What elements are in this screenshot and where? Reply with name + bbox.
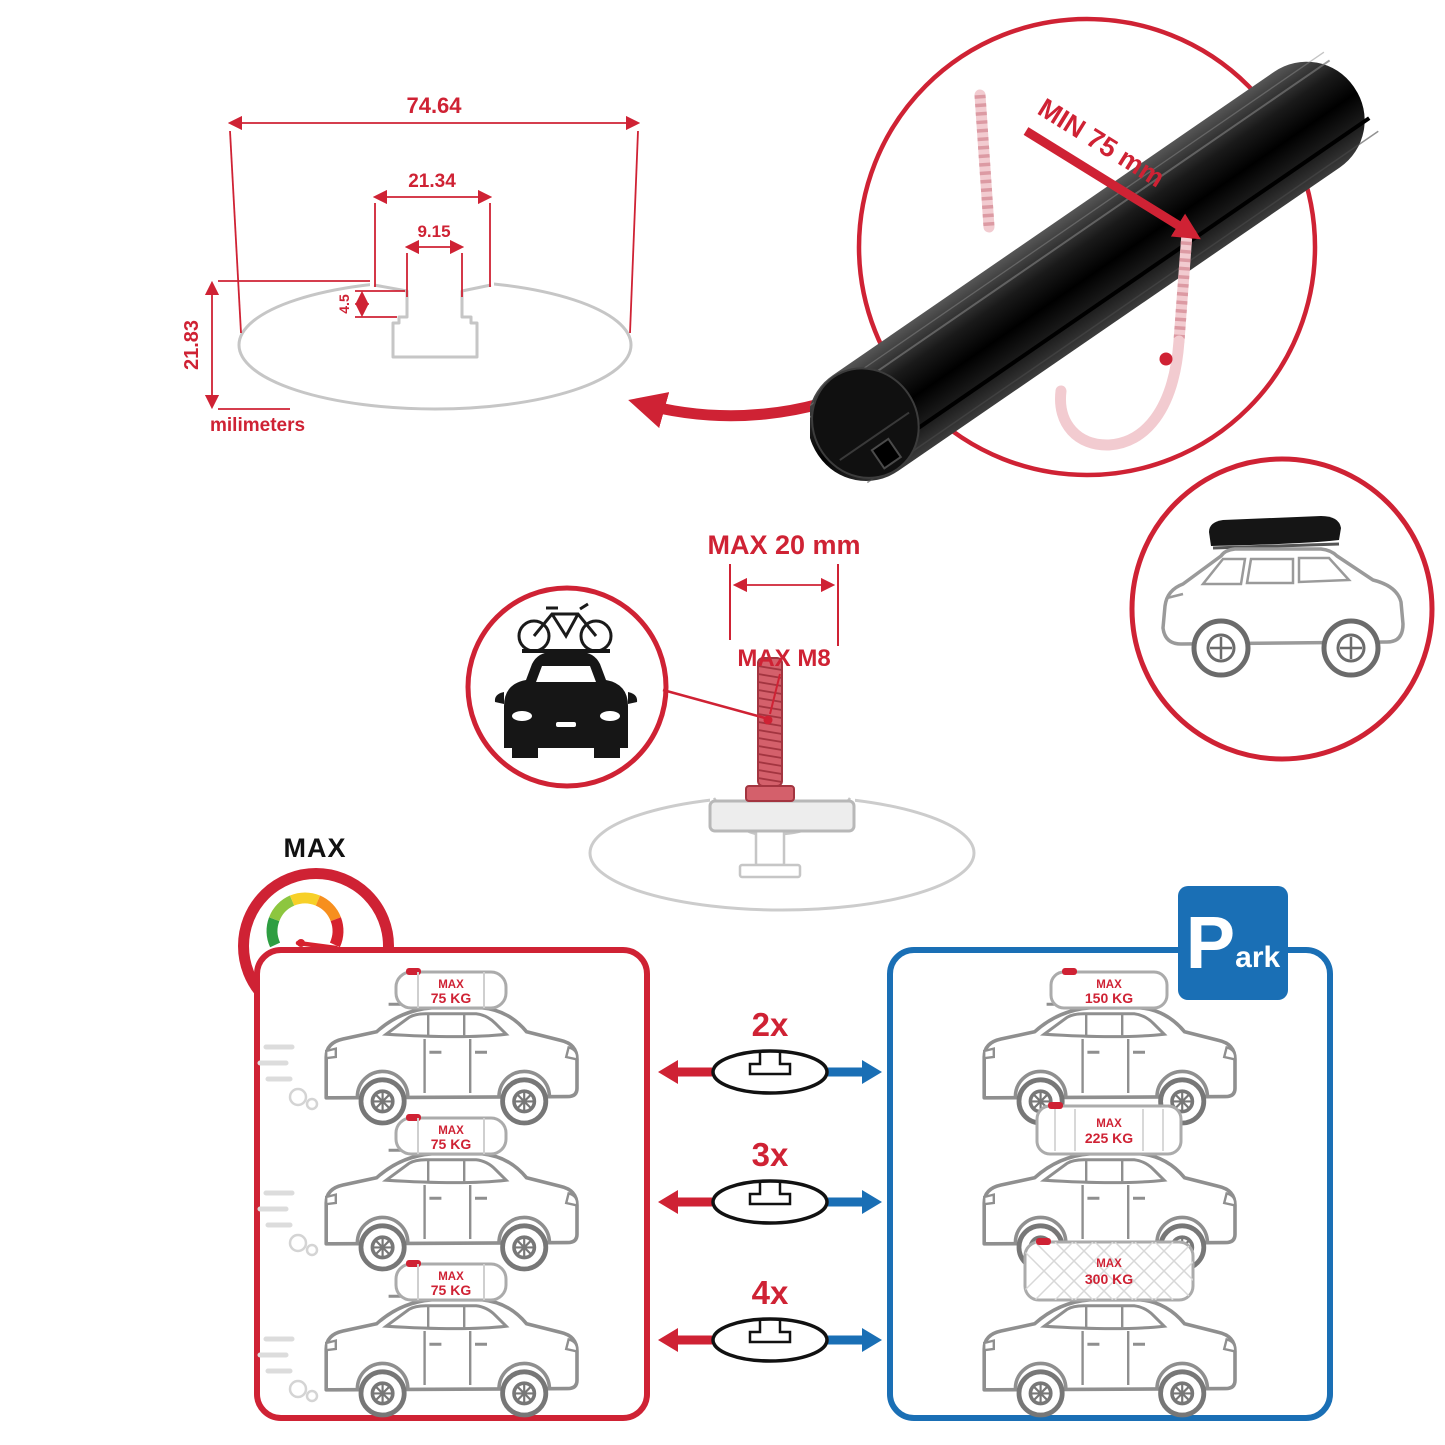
car-row: MAX 75 KG (257, 1114, 577, 1269)
bar-count-row: 2x (658, 1006, 882, 1095)
park-suffix: ark (1235, 941, 1281, 974)
arrow-right-icon (828, 1190, 882, 1214)
load-value: 150 KG (1085, 990, 1133, 1006)
motion-lines (257, 1336, 295, 1374)
car-front-icon (494, 649, 638, 758)
exhaust-swirl-icon (305, 1243, 319, 1257)
car-row: MAX 75 KG (257, 968, 577, 1123)
dim-height-label: 21.83 (181, 320, 203, 370)
clamp-point-dot (1159, 352, 1173, 366)
dim-width-label: 74.64 (406, 93, 462, 118)
load-value: 75 KG (431, 1136, 472, 1152)
roof-box (1035, 1104, 1183, 1156)
t-nut-adapter (708, 799, 856, 879)
multiplier-label: 2x (752, 1006, 789, 1043)
suv-roofbox-icon (1161, 516, 1405, 678)
bolt-icon (745, 657, 795, 802)
box-hatch-pattern (1025, 1242, 1193, 1300)
crossbar-profile-icon (711, 1317, 829, 1363)
park-letter: P (1185, 901, 1236, 984)
multiplier-label: 4x (752, 1274, 789, 1311)
exhaust-swirl-icon (305, 1097, 319, 1111)
multiplier-label: 3x (752, 1136, 789, 1173)
load-label: MAX (438, 1271, 464, 1283)
dim-channel-depth-label: 4.5 (336, 294, 352, 314)
dim-width (227, 115, 641, 334)
bar-count-row: 4x (658, 1274, 882, 1363)
load-value: 225 KG (1085, 1130, 1133, 1146)
arrow-left-icon (658, 1190, 712, 1214)
max-thread-label: MAX M8 (737, 645, 830, 672)
arrow-right-icon (828, 1328, 882, 1352)
arrow-left-icon (658, 1060, 712, 1084)
suv-roofbox-badge (1129, 456, 1435, 762)
profile-dimension-diagram: 74.64 21.34 9.15 4.5 21.83 milimeters (181, 93, 641, 435)
dim-channel-depth (354, 290, 405, 318)
roof-box (1023, 1240, 1195, 1302)
roof-bag (394, 1262, 508, 1302)
dim-height (204, 280, 370, 410)
crossbar-profile-icon (711, 1179, 829, 1225)
parked-load-panel: MAX 150 KG MAX 225 KG MAX 300 KG (887, 947, 1333, 1421)
dim-channel-inner-label: 9.15 (417, 222, 450, 241)
units-label: milimeters (210, 415, 305, 435)
load-label: MAX (1096, 1118, 1122, 1130)
bolt-dimension-diagram: MAX 20 mm MAX M8 (588, 530, 976, 912)
crossbar-render-detail: MIN 75 mm (810, 16, 1379, 484)
max-length-label: MAX 20 mm (707, 530, 860, 560)
bolt-dim-lines (662, 564, 839, 720)
bar-count-column: 2x 3x 4x (658, 1006, 882, 1363)
crossbar-3d-render (810, 51, 1379, 484)
driving-load-panel: MAX 75 KG MAX 75 KG MAX 75 KG (254, 947, 650, 1421)
box-tag (1062, 968, 1077, 975)
arrow-right-icon (828, 1060, 882, 1084)
exhaust-swirl-icon (288, 1379, 308, 1399)
roof-box (1049, 970, 1169, 1010)
u-bolt-sketch-front (1055, 227, 1193, 451)
dimension-labels: 74.64 21.34 9.15 4.5 21.83 milimeters (181, 93, 462, 435)
exhaust-swirl-icon (305, 1389, 319, 1403)
box-tag (1048, 1102, 1063, 1109)
car-front-bike-badge (465, 585, 669, 789)
exhaust-swirl-icon (288, 1233, 308, 1253)
load-label: MAX (1096, 979, 1122, 991)
crossbar-profile-drawing (237, 273, 633, 411)
box-tag (1036, 1238, 1051, 1245)
roof-bag (394, 970, 508, 1010)
roof-bag (394, 1116, 508, 1156)
dimension-lines (204, 115, 641, 410)
motion-lines (257, 1190, 295, 1228)
dim-channel-outer-label: 21.34 (408, 171, 456, 192)
dim-channel-outer (372, 189, 493, 287)
u-bolt-sketch-rear (974, 89, 995, 233)
speed-max-label: MAX (283, 833, 347, 863)
detail-circle (856, 16, 1318, 478)
load-label: MAX (438, 1125, 464, 1137)
arrow-left-icon (658, 1328, 712, 1352)
car-row: MAX 75 KG (257, 1260, 577, 1415)
dim-channel-inner (404, 239, 465, 297)
load-label: MAX (438, 979, 464, 991)
bar-count-row: 3x (658, 1136, 882, 1225)
load-value: 300 KG (1085, 1271, 1133, 1287)
t-slot-opening (870, 437, 903, 470)
car-row: MAX 225 KG (984, 1102, 1235, 1269)
load-label: MAX (1096, 1258, 1122, 1270)
crossbar-profile-icon (711, 1049, 829, 1095)
load-value: 75 KG (431, 1282, 472, 1298)
exhaust-swirl-icon (288, 1087, 308, 1107)
min-grip-arrow (1023, 127, 1201, 240)
load-value: 75 KG (431, 990, 472, 1006)
motion-lines (257, 1044, 295, 1082)
pointer-dot (763, 715, 773, 725)
car-row: MAX 300 KG (984, 1238, 1235, 1415)
car-row: MAX 150 KG (984, 968, 1235, 1123)
